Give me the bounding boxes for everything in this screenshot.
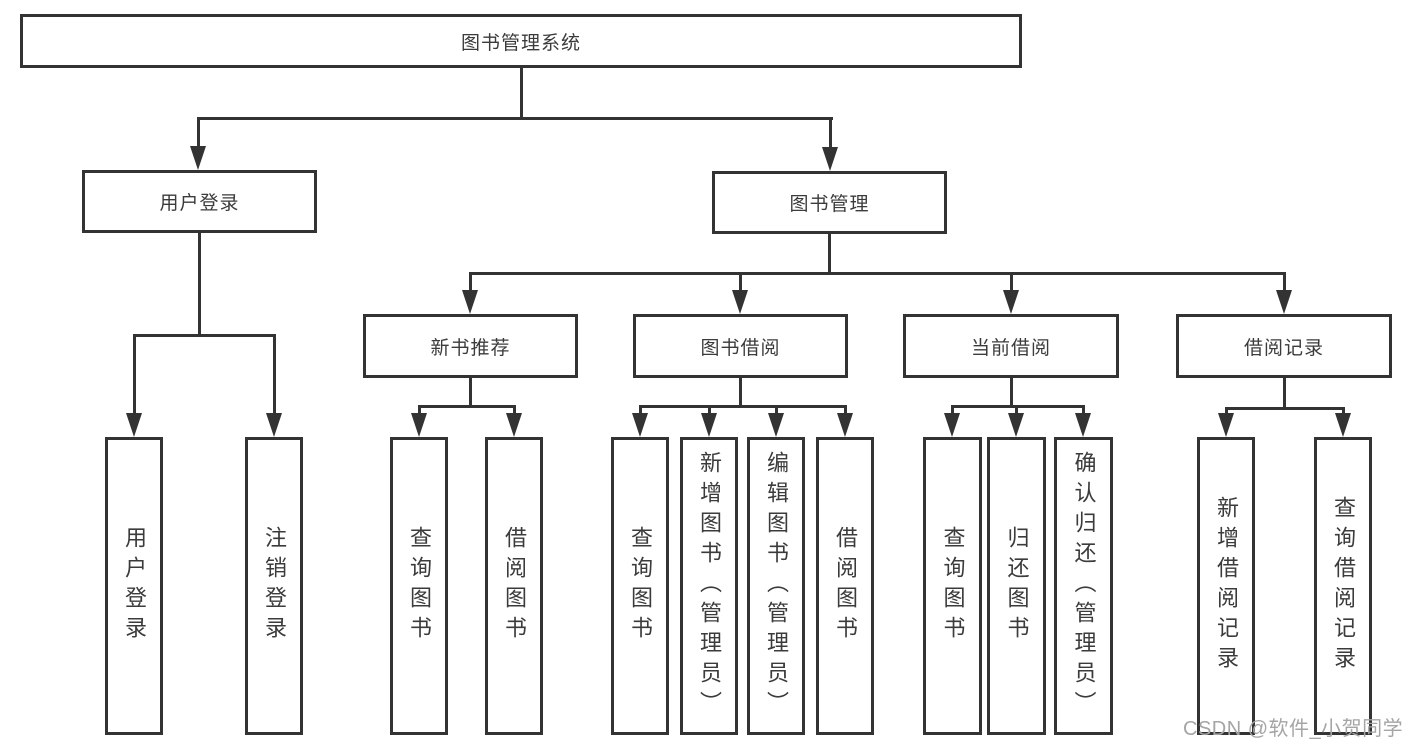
- connector-management-stub: [828, 232, 831, 274]
- arrowhead-down-icon: [190, 146, 206, 170]
- connector-current-stub: [1010, 376, 1013, 407]
- connector-recommend-stub: [469, 376, 472, 407]
- arrowhead-down-icon: [732, 290, 748, 314]
- connector-shaft: [418, 405, 421, 419]
- arrowhead-down-icon: [126, 413, 142, 437]
- connector-shaft: [1010, 272, 1013, 294]
- node-book-management: 图书管理: [712, 171, 947, 234]
- node-book-borrow: 图书借阅: [633, 314, 848, 378]
- arrowhead-down-icon: [1276, 290, 1292, 314]
- connector-borrow-stub: [739, 376, 742, 407]
- node-leaf-edit-book-admin: 编辑图书（管理员）: [747, 437, 805, 735]
- arrowhead-down-icon: [837, 413, 853, 437]
- connector-shaft: [775, 405, 778, 419]
- arrowhead-down-icon: [266, 413, 282, 437]
- connector-records-stub: [1283, 376, 1286, 409]
- connector-shaft: [951, 405, 954, 419]
- connector-shaft: [829, 117, 832, 151]
- node-leaf-borrow-books-recommend: 借阅图书: [485, 437, 543, 735]
- arrowhead-down-icon: [1335, 413, 1351, 437]
- node-leaf-borrow-books: 借阅图书: [816, 437, 874, 735]
- node-leaf-query-books-recommend: 查询图书: [390, 437, 448, 735]
- node-current-borrow: 当前借阅: [903, 314, 1119, 378]
- node-user-login: 用户登录: [82, 170, 317, 233]
- arrowhead-down-icon: [701, 413, 717, 437]
- arrowhead-down-icon: [1218, 413, 1234, 437]
- connector-rail-level3: [469, 272, 1286, 275]
- connector-login-stub: [198, 231, 201, 336]
- connector-shaft: [1015, 405, 1018, 419]
- arrowhead-down-icon: [506, 413, 522, 437]
- connector-root-stub: [520, 66, 523, 119]
- connector-shaft: [708, 405, 711, 419]
- connector-rail-records: [1225, 407, 1345, 410]
- connector-shaft: [1283, 272, 1286, 294]
- connector-rail-login: [133, 334, 276, 337]
- connector-shaft: [133, 334, 136, 417]
- connector-rail-recommend: [418, 405, 516, 408]
- node-leaf-add-book-admin: 新增图书（管理员）: [680, 437, 738, 735]
- connector-shaft: [639, 405, 642, 419]
- connector-shaft: [739, 272, 742, 294]
- connector-shaft: [1082, 405, 1085, 419]
- node-leaf-add-borrow-record: 新增借阅记录: [1197, 437, 1255, 735]
- node-leaf-logout: 注销登录: [245, 437, 303, 735]
- arrowhead-down-icon: [462, 290, 478, 314]
- node-leaf-query-books-borrow: 查询图书: [611, 437, 669, 735]
- arrowhead-down-icon: [1008, 413, 1024, 437]
- arrowhead-down-icon: [1003, 290, 1019, 314]
- connector-shaft: [197, 117, 200, 150]
- connector-rail-level2: [197, 117, 833, 120]
- node-leaf-confirm-return-admin: 确认归还（管理员）: [1054, 437, 1113, 735]
- node-leaf-return-book: 归还图书: [987, 437, 1046, 735]
- node-leaf-query-borrow-record: 查询借阅记录: [1314, 437, 1372, 735]
- node-leaf-query-books-current: 查询图书: [923, 437, 982, 735]
- watermark: CSDN @软件_小贺同学: [1183, 718, 1404, 740]
- arrowhead-down-icon: [768, 413, 784, 437]
- node-leaf-user-login: 用户登录: [105, 437, 163, 735]
- connector-shaft: [469, 272, 472, 294]
- arrowhead-down-icon: [411, 413, 427, 437]
- arrowhead-down-icon: [1075, 413, 1091, 437]
- node-new-book-recommend: 新书推荐: [363, 314, 578, 378]
- connector-shaft: [273, 334, 276, 417]
- connector-rail-current: [951, 405, 1085, 408]
- arrowhead-down-icon: [944, 413, 960, 437]
- connector-shaft: [513, 405, 516, 419]
- arrowhead-down-icon: [632, 413, 648, 437]
- node-borrow-records: 借阅记录: [1176, 314, 1392, 378]
- connector-shaft: [844, 405, 847, 419]
- connector-rail-borrow: [639, 405, 847, 408]
- arrowhead-down-icon: [822, 147, 838, 171]
- node-root: 图书管理系统: [20, 14, 1022, 68]
